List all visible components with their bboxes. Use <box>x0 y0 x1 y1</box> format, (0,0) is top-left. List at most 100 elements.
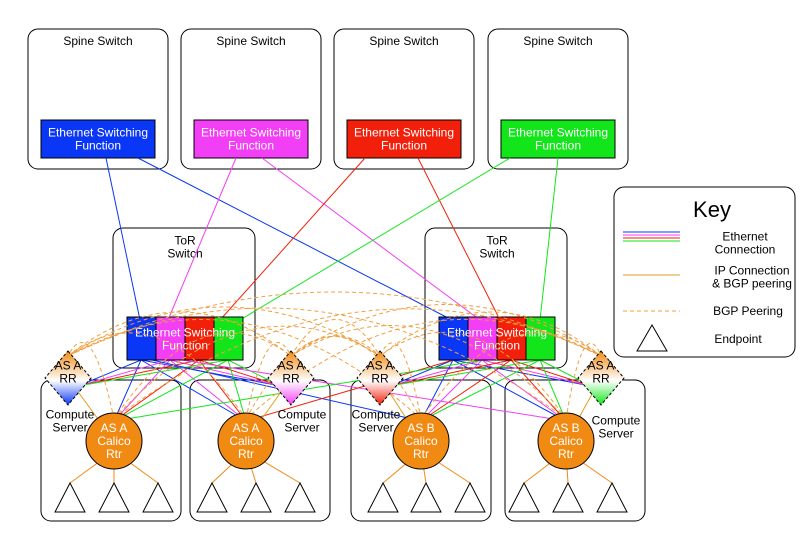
ethernet-connection-line <box>137 157 453 321</box>
route-reflector-diamond <box>577 350 625 406</box>
ethernet-connection-line <box>420 359 541 422</box>
route-reflector-label: AS A <box>55 359 82 373</box>
bgp-peering-line <box>113 308 602 420</box>
spine-switch-title: Spine Switch <box>216 34 285 48</box>
endpoint-triangle <box>367 481 399 513</box>
calico-router-label: Rtr <box>558 447 574 461</box>
tor-switch-title: ToR <box>486 234 508 248</box>
route-reflector-diamond <box>356 350 404 406</box>
ethernet-connection-line <box>167 157 237 321</box>
tor-switch-title: ToR <box>174 234 196 248</box>
ethernet-connection-line <box>389 359 541 387</box>
ethernet-connection-line <box>452 359 592 387</box>
key-ethernet-label: Connection <box>715 243 776 257</box>
spine-function-label: Ethernet Switching <box>201 126 301 140</box>
spine-function-label: Ethernet Switching <box>354 126 454 140</box>
compute-server-label: Compute <box>592 414 641 428</box>
tor-ethernet-switching-function <box>155 316 186 361</box>
ethernet-connection-line <box>417 157 501 321</box>
calico-router-label: Calico <box>97 434 131 448</box>
bgp-peering-line <box>67 332 247 420</box>
ethernet-connection-line <box>77 359 200 387</box>
bgp-peering-line <box>290 319 381 357</box>
bgp-peering-line <box>67 318 422 420</box>
calico-router-circle <box>85 412 143 470</box>
route-reflector-label: RR <box>59 372 77 386</box>
tor-ethernet-switching-function <box>438 316 469 361</box>
key-box <box>613 186 796 358</box>
spine-ethernet-switching-function <box>346 119 462 159</box>
tor-ethernet-switching-function <box>467 316 498 361</box>
tor-switch-title: Switch <box>479 247 514 261</box>
calico-router-label: Rtr <box>106 447 122 461</box>
key-ethernet-label: Ethernet <box>722 230 768 244</box>
tor-ethernet-switching-function <box>184 316 215 361</box>
bgp-peering-line <box>290 335 422 420</box>
spine-switch-title: Spine Switch <box>369 34 438 48</box>
ethernet-connection-line <box>169 359 247 422</box>
tor-ethernet-switching-function <box>496 316 527 361</box>
ethernet-connection-line <box>169 359 282 387</box>
bgp-peering-line <box>245 335 381 420</box>
spine-function-label: Function <box>535 139 581 153</box>
tor-function-label: Function <box>162 339 208 353</box>
calico-router-label: AS A <box>233 421 260 435</box>
ethernet-connection-line <box>77 359 142 387</box>
ethernet-connection-line <box>510 359 592 387</box>
ethernet-connection-line <box>113 359 229 422</box>
ethernet-connection-line <box>539 359 567 422</box>
bgp-peering-line <box>67 291 602 357</box>
calico-router-label: Calico <box>549 434 583 448</box>
spine-switch-title: Spine Switch <box>63 34 132 48</box>
endpoint-triangle <box>98 481 130 513</box>
endpoint-triangle <box>240 481 272 513</box>
calico-router-label: Rtr <box>238 447 254 461</box>
compute-server-label: Server <box>52 421 87 435</box>
key-bgp-label: BGP Peering <box>713 304 783 318</box>
route-reflector-label: RR <box>592 372 610 386</box>
tor-function-label: Function <box>474 339 520 353</box>
spine-function-label: Ethernet Switching <box>508 126 608 140</box>
route-reflector-diamond <box>44 350 92 406</box>
spine-ethernet-switching-function <box>193 119 309 159</box>
route-reflector-label: RR <box>371 372 389 386</box>
calico-router-circle <box>217 412 275 470</box>
endpoint-triangle <box>410 481 442 513</box>
ethernet-connection-line <box>77 359 229 387</box>
spine-function-label: Ethernet Switching <box>48 126 148 140</box>
bgp-peering-line <box>113 325 381 420</box>
route-reflector-label: AS A <box>588 359 615 373</box>
compute-server-label: Compute <box>46 408 95 422</box>
compute-server-label: Compute <box>352 408 401 422</box>
ethernet-connection-line <box>113 359 171 422</box>
ethernet-connection-line <box>227 359 247 422</box>
bgp-peering-line <box>67 311 292 357</box>
ethernet-connection-line <box>198 359 282 387</box>
ethernet-connection-line <box>140 359 247 422</box>
calico-router-label: Calico <box>404 434 438 448</box>
spine-ethernet-switching-function <box>500 119 616 159</box>
route-reflector-label: AS A <box>367 359 394 373</box>
spine-switch-title: Spine Switch <box>523 34 592 48</box>
bgp-peering-line <box>420 332 602 420</box>
endpoint-triangle <box>284 481 316 513</box>
spine-ethernet-switching-function <box>40 119 156 159</box>
tor-switch-title: Switch <box>167 247 202 261</box>
bgp-peering-line <box>379 311 602 357</box>
ethernet-connection-line <box>239 157 511 321</box>
calico-router-label: Rtr <box>413 447 429 461</box>
bgp-peering-line <box>67 342 115 420</box>
calico-router-circle <box>537 412 595 470</box>
spine-function-label: Function <box>381 139 427 153</box>
bgp-peering-line <box>290 325 567 420</box>
bgp-peering-line <box>245 342 292 420</box>
endpoint-triangle <box>142 481 174 513</box>
tor-function-label: Ethernet Switching <box>447 326 547 340</box>
spine-function-label: Function <box>228 139 274 153</box>
endpoint-triangle <box>552 481 584 513</box>
ethernet-connection-line <box>77 359 171 387</box>
ethernet-connection-line <box>420 359 512 422</box>
key-ip-label: IP Connection <box>714 264 789 278</box>
compute-server-label: Server <box>358 421 393 435</box>
